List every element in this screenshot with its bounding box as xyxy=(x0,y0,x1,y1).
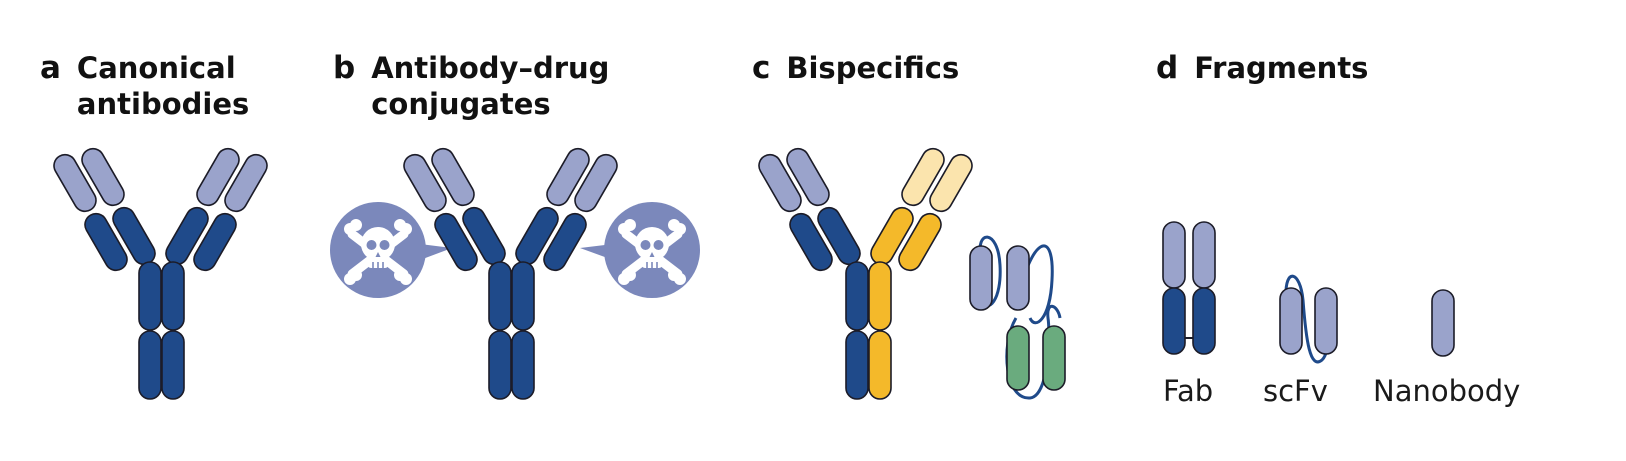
second-heavy-variable xyxy=(901,147,945,207)
fc-domain xyxy=(161,261,185,331)
second-light-variable xyxy=(929,153,973,213)
fc-domain xyxy=(161,330,185,400)
panel-b-letter: b xyxy=(333,50,356,86)
canonical-antibody xyxy=(53,147,268,400)
light-chain-constant xyxy=(789,212,833,272)
fab-fragment xyxy=(1162,221,1216,355)
panel-c-letter: c xyxy=(752,50,771,86)
panel-a-label: Canonical antibodies xyxy=(76,51,250,121)
fab-heavy-variable xyxy=(1192,221,1216,289)
fc-domain xyxy=(488,261,512,331)
light-chain-variable xyxy=(53,153,97,213)
panel-b-title: b Antibody–drug conjugates xyxy=(333,50,609,122)
heavy-chain-variable xyxy=(81,147,125,207)
nanobody-vhh-domain xyxy=(1431,289,1455,357)
light-chain-constant xyxy=(84,212,128,272)
fab-label: Fab xyxy=(1163,374,1214,408)
light-chain-variable xyxy=(224,153,268,213)
light-chain-constant xyxy=(193,212,237,272)
panel-a-title: a Canonical antibodies xyxy=(40,50,249,122)
panel-d-letter: d xyxy=(1156,50,1179,86)
scfv-heavy-variable xyxy=(1314,287,1338,355)
fc-domain xyxy=(845,330,869,400)
scfv-variable-domain-second xyxy=(1042,325,1066,391)
fc-domain xyxy=(511,261,535,331)
light-chain-variable xyxy=(758,153,802,213)
panel-c-title: c Bispecifics xyxy=(752,50,959,86)
light-chain-constant xyxy=(434,212,478,272)
nanobody-fragment xyxy=(1431,289,1455,357)
bispecific-antibody xyxy=(758,147,973,400)
fab-heavy-constant xyxy=(1192,287,1216,355)
tandem-scfv xyxy=(969,235,1066,400)
panel-d-title: d Fragments xyxy=(1156,50,1368,86)
light-chain-variable xyxy=(403,153,447,213)
fab-light-constant xyxy=(1162,287,1186,355)
heavy-chain-variable xyxy=(786,147,830,207)
heavy-chain-variable xyxy=(546,147,590,207)
fc-domain-second xyxy=(868,261,892,331)
light-chain-constant xyxy=(543,212,587,272)
heavy-chain-variable xyxy=(196,147,240,207)
scfv-variable-domain xyxy=(1006,245,1030,311)
fc-domain xyxy=(511,330,535,400)
fc-domain xyxy=(138,261,162,331)
antibody-drug-conjugate xyxy=(330,147,700,400)
scfv-fragment xyxy=(1279,274,1338,364)
heavy-chain-variable xyxy=(431,147,475,207)
fab-light-variable xyxy=(1162,221,1186,289)
nanobody-label: Nanobody xyxy=(1373,374,1521,408)
fc-domain-second xyxy=(868,330,892,400)
scfv-light-variable xyxy=(1279,287,1303,355)
scfv-label: scFv xyxy=(1263,374,1328,408)
scfv-variable-domain-second xyxy=(1006,325,1030,391)
panel-b-label: Antibody–drug conjugates xyxy=(371,51,610,121)
panel-a-letter: a xyxy=(40,50,61,86)
light-chain-variable xyxy=(574,153,618,213)
fc-domain xyxy=(845,261,869,331)
fc-domain xyxy=(488,330,512,400)
panel-c-label: Bispecifics xyxy=(786,51,960,85)
scfv-variable-domain xyxy=(969,245,993,311)
second-light-constant xyxy=(898,212,942,272)
panel-d-label: Fragments xyxy=(1194,51,1369,85)
fc-domain xyxy=(138,330,162,400)
